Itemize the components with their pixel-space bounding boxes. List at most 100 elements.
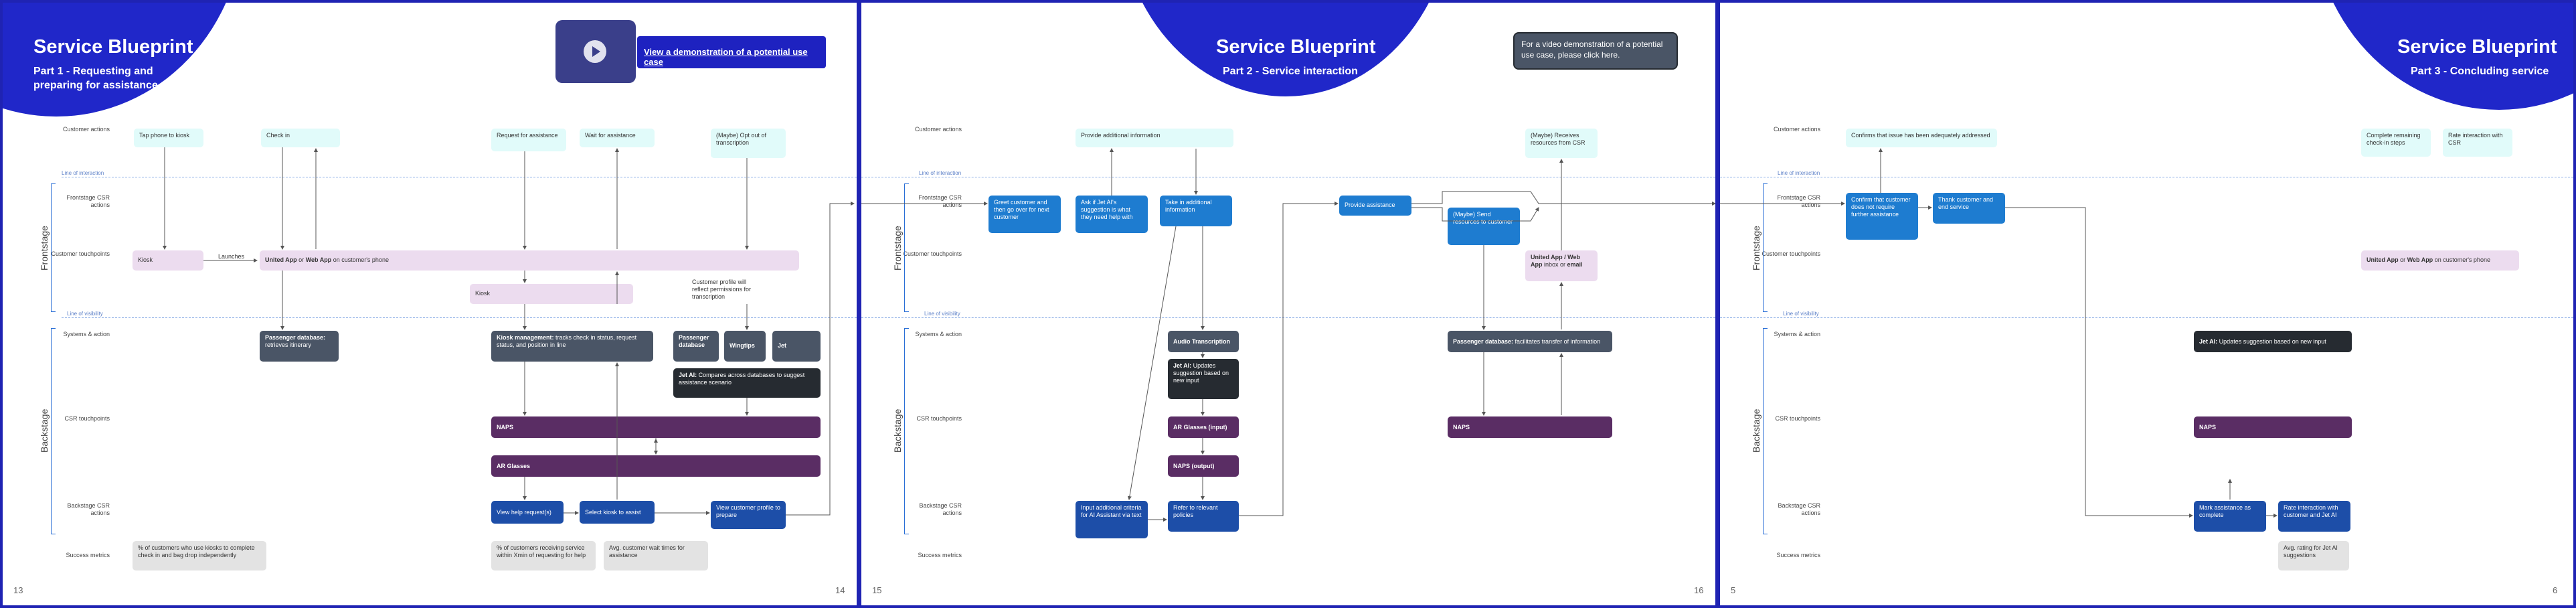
connectors [163, 147, 855, 516]
page-subtitle: Part 3 - Concluding service [2411, 66, 2549, 77]
page-title: Service Blueprint [33, 36, 193, 58]
jet-ai-compares: Jet AI: Compares across databases to sug… [673, 368, 821, 398]
lane-customer-touchpoints: Customer touchpoints [51, 250, 110, 257]
send-resources: (Maybe) Send resources to customer [1448, 208, 1520, 245]
thank-customer: Thank customer and end service [1933, 193, 2005, 224]
lane-success-metrics: Success metrics [918, 552, 962, 558]
line-of-interaction-label: Line of interaction [62, 170, 104, 176]
ai-bold: Jet AI: [679, 372, 697, 378]
lane-frontstage-csr: Frontstage CSR actions [66, 194, 110, 208]
lane-backstage-csr: Backstage CSR actions [67, 502, 110, 516]
phone-label: on customer's phone [2433, 256, 2490, 263]
step-tap-phone: Tap phone to kiosk [134, 129, 203, 147]
step-receive-resources: (Maybe) Receives resources from CSR [1525, 129, 1598, 158]
web-app-label: Web App [305, 256, 332, 263]
united-app-label: United App [2367, 256, 2399, 263]
touchpoint-app: United App or Web App on customer's phon… [2361, 250, 2519, 271]
metric-jet-ai-rating: Avg. rating for Jet AI suggestions [2278, 541, 2349, 571]
pd-text: retrieves itinerary [265, 341, 312, 348]
backstage-bracket [904, 328, 909, 534]
lane-systems: Systems & action [1774, 331, 1820, 337]
ai-text: Updates suggestion based on new input [1173, 362, 1229, 384]
lane-customer-touchpoints: Customer touchpoints [903, 250, 962, 257]
take-info: Take in additional information [1160, 196, 1232, 226]
kiosk-management: Kiosk management: tracks check in status… [491, 331, 653, 362]
blueprint-panel-part-3: Service Blueprint Part 3 - Concluding se… [1720, 3, 2573, 605]
lane-frontstage-csr: Frontstage CSR actions [1777, 194, 1820, 208]
email-bold: email [1567, 261, 1583, 268]
touchpoint-kiosk: Kiosk [133, 250, 203, 271]
backstage-bracket [1763, 328, 1768, 534]
step-check-in: Check in [261, 129, 340, 147]
pd-bold: Passenger database: [265, 334, 326, 341]
video-thumbnail[interactable] [555, 20, 636, 83]
input-criteria: Input additional criteria for AI Assista… [1076, 501, 1148, 538]
touchpoint-app: United App or Web App on customer's phon… [260, 250, 799, 271]
profile-note: Customer profile will reflect permission… [692, 279, 752, 300]
rate-interaction: Rate interaction with customer and Jet A… [2278, 501, 2350, 532]
or-label: or [296, 256, 306, 263]
touchpoint-inbox: United App / Web App inbox or email [1525, 250, 1598, 281]
lane-frontstage-csr: Frontstage CSR actions [918, 194, 962, 208]
blueprint-panel-part-1: Service Blueprint Part 1 - Requesting an… [3, 3, 857, 605]
passenger-database-transfer: Passenger database: facilitates transfer… [1448, 331, 1612, 352]
page-subtitle: Part 1 - Requesting and preparing for as… [33, 66, 158, 91]
step-rate-csr: Rate interaction with CSR [2443, 129, 2512, 157]
jet-ai-updates: Jet AI: Updates suggestion based on new … [2194, 331, 2352, 352]
jet: Jet [772, 331, 821, 362]
pd-bold: Passenger database: [1453, 338, 1514, 345]
lane-csr-touchpoints: CSR touchpoints [64, 415, 110, 422]
lane-customer-touchpoints: Customer touchpoints [1762, 250, 1820, 257]
view-help-requests: View help request(s) [491, 501, 564, 524]
naps-bar: NAPS [2194, 416, 2352, 438]
metric-kiosk-use: % of customers who use kiosks to complet… [133, 541, 266, 571]
lane-systems: Systems & action [63, 331, 110, 337]
launches-label: Launches [218, 253, 245, 260]
pd-text: facilitates transfer of information [1513, 338, 1601, 345]
confirm-no-further-assistance: Confirm that customer does not require f… [1846, 193, 1918, 240]
ai-bold: Jet AI: [2199, 338, 2218, 345]
play-icon[interactable] [584, 40, 606, 63]
step-opt-out: (Maybe) Opt out of transcription [711, 129, 786, 158]
step-complete-checkin: Complete remaining check-in steps [2361, 129, 2431, 157]
lane-systems: Systems & action [915, 331, 962, 337]
wingtips: Wingtips [724, 331, 766, 362]
app-bold: United App / Web App [1531, 254, 1580, 268]
naps-bar: NAPS [1448, 416, 1612, 438]
step-request-assistance: Request for assistance [491, 129, 566, 151]
refer-policies: Refer to relevant policies [1168, 501, 1239, 532]
video-callout[interactable]: For a video demonstration of a potential… [1513, 32, 1678, 70]
step-confirm-issue: Confirms that issue has been adequately … [1846, 129, 1997, 147]
naps-output: NAPS (output) [1168, 455, 1239, 477]
audio-transcription: Audio Transcription [1168, 331, 1239, 352]
page-title: Service Blueprint [1216, 36, 1376, 58]
line-of-interaction-label: Line of interaction [1778, 170, 1820, 176]
video-link[interactable]: View a demonstration of a potential use … [637, 36, 826, 68]
backstage-bracket [51, 328, 56, 534]
ask-jet-ai: Ask if Jet AI's suggestion is what they … [1076, 196, 1148, 233]
line-of-visibility-label: Line of visibility [67, 311, 103, 317]
km-bold: Kiosk management: [497, 334, 554, 341]
greet-customer: Greet customer and then go over for next… [989, 196, 1061, 233]
step-provide-info: Provide additional information [1076, 129, 1233, 147]
ai-text: Compares across databases to suggest ass… [679, 372, 805, 386]
passenger-database: Passenger database [673, 331, 719, 362]
km-text: tracks check in status, request status, … [497, 334, 637, 348]
united-app-label: United App [265, 256, 297, 263]
line-of-visibility-label: Line of visibility [1783, 311, 1819, 317]
or-label: or [2398, 256, 2407, 263]
line-of-visibility [861, 317, 1715, 318]
page-number-right: 16 [1694, 585, 1704, 595]
ai-bold: Jet AI: [1173, 362, 1192, 369]
frontstage-bracket [51, 183, 56, 312]
frontstage-bracket [1763, 183, 1768, 312]
ar-glasses-input: AR Glasses (input) [1168, 416, 1239, 438]
select-kiosk: Select kiosk to assist [580, 501, 655, 524]
frontstage-bracket [904, 183, 909, 312]
lane-customer-actions: Customer actions [1773, 126, 1820, 133]
lane-csr-touchpoints: CSR touchpoints [916, 415, 962, 422]
lane-customer-actions: Customer actions [914, 126, 962, 133]
page-number-left: 13 [13, 585, 23, 595]
page-number-left: 5 [1731, 585, 1736, 595]
video-link-text[interactable]: View a demonstration of a potential use … [644, 47, 808, 67]
